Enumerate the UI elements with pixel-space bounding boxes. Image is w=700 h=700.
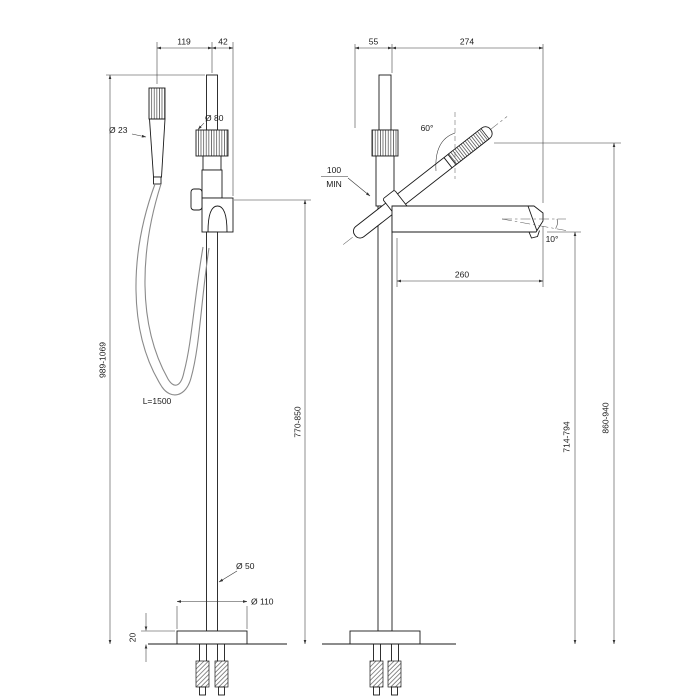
dim-base-thickness-label: 20 [128,633,138,643]
front-column [206,231,218,632]
side-base-plate [349,630,421,645]
front-lever-handle [190,188,203,211]
front-supply-hose-left [195,660,210,688]
front-handshower-connector [153,176,162,185]
side-handshower-head [447,128,490,166]
dim-spout-height-label: 770-850 [293,406,303,437]
front-body [201,169,223,199]
side-supply-hose-right [387,660,402,688]
dim-side-reach-top-label: 274 [460,37,474,47]
side-dimensions: 60° 100 MIN 10° 55 274 260 [321,37,621,645]
dim-front-width-left-label: 119 [177,37,191,47]
side-spout-outlet [528,230,540,239]
dim-height-to-handshower-label: 860-940 [601,402,611,433]
front-spout-arch [207,205,228,233]
front-fixture [135,74,287,696]
side-view: 60° 100 MIN 10° 55 274 260 [321,37,621,696]
dim-spout-reach-label: 260 [455,270,469,280]
front-handshower-handle [149,118,166,178]
dim-riser-diameter-label: Ø 50 [236,561,255,571]
hose-length-label: L=1500 [143,396,172,406]
side-supply-hose-left [369,660,384,688]
front-view: 119 42 Ø 23 Ø 80 989-1069 770-850 L=1500… [98,37,311,696]
dim-spout-tilt-label: 10° [546,234,559,244]
dim-handshower-diameter-label: Ø 23 [109,125,128,135]
dim-side-depth-label: 55 [369,37,379,47]
side-spout [391,205,544,233]
front-handshower [148,87,166,185]
front-base-plate [176,630,248,645]
front-handshower-head [148,87,166,120]
side-handshower [343,116,508,245]
side-riser-top [378,74,392,131]
front-knurled-cartridge [195,129,229,157]
front-spout-block [201,197,234,233]
dim-front-width-right-label: 42 [218,37,228,47]
min-clearance-unit-label: MIN [326,179,342,189]
side-supply-connections [369,644,402,696]
front-hose-loop [135,183,210,396]
dim-handshower-angle-label: 60° [421,123,434,133]
side-knurled-cartridge [371,129,399,157]
side-column [377,205,393,632]
side-fixture [322,74,544,696]
dim-overall-height-label: 989-1069 [98,342,108,378]
dim-base-diameter-label: Ø 110 [251,597,274,607]
min-clearance-value-label: 100 [327,165,341,175]
dim-height-to-spout-label: 714-794 [562,421,572,452]
dim-cartridge-diameter-label: Ø 80 [205,113,224,123]
front-dimensions: 119 42 Ø 23 Ø 80 989-1069 770-850 L=1500… [98,37,311,662]
front-supply-connections [195,644,229,696]
front-neck [202,155,222,171]
front-supply-hose-right [214,660,229,688]
